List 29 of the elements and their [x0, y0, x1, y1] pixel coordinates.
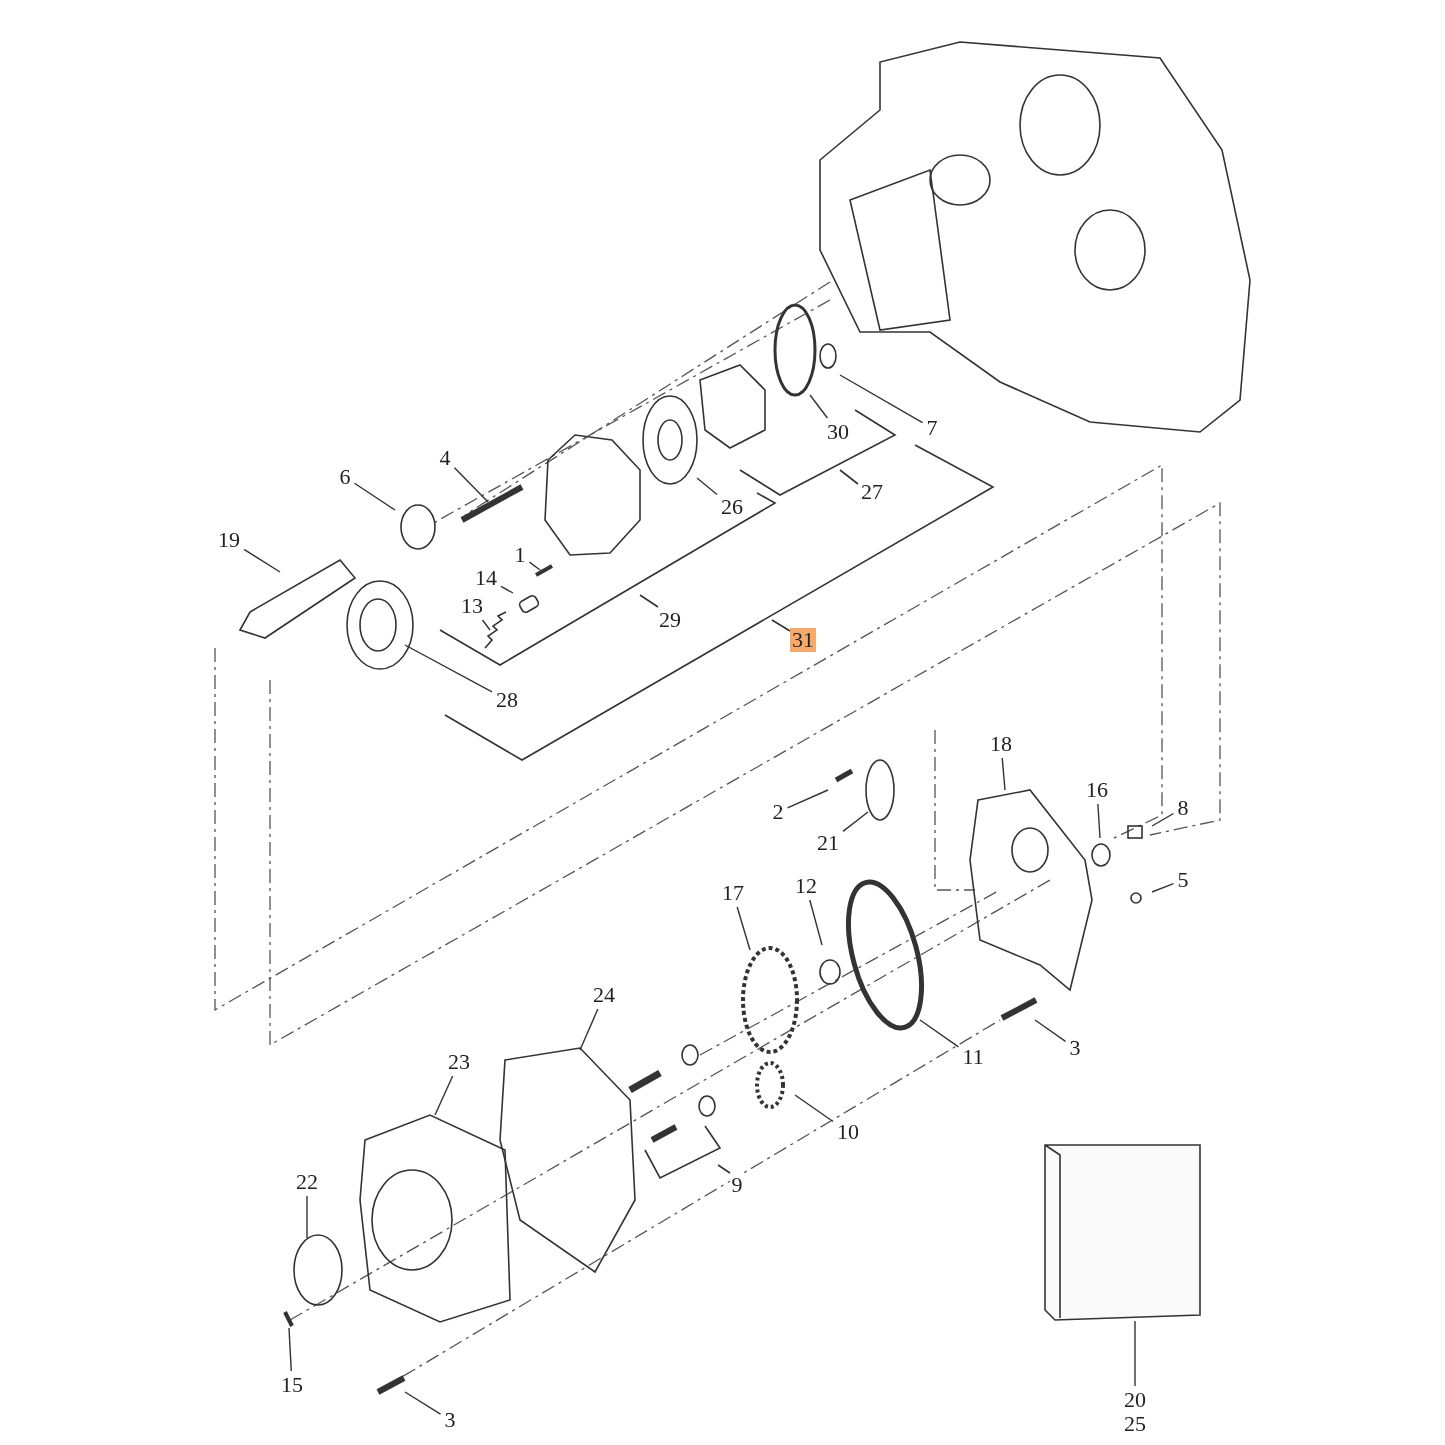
leader-line	[919, 1019, 960, 1048]
leader-line	[288, 1327, 292, 1372]
leader-line	[353, 482, 396, 511]
leader-line	[528, 561, 541, 571]
leader-line	[794, 1094, 834, 1123]
leader-line	[434, 1075, 454, 1116]
leader-line	[1034, 1019, 1067, 1043]
leader-line	[736, 906, 751, 951]
leader-line	[404, 1391, 442, 1415]
leader-line	[1134, 1320, 1136, 1387]
leader-line	[453, 467, 489, 503]
leader-line	[500, 585, 514, 594]
leader-line	[696, 477, 718, 496]
leader-line	[243, 548, 281, 573]
leader-line	[839, 374, 924, 424]
leader-line	[1151, 882, 1175, 893]
leader-line	[809, 394, 829, 419]
leader-line	[481, 619, 491, 631]
leader-line	[1151, 812, 1175, 827]
leader-line	[786, 789, 829, 809]
leader-line	[809, 899, 823, 946]
leader-line	[842, 811, 869, 833]
leader-line	[306, 1195, 308, 1239]
leader-line	[1097, 803, 1101, 839]
callout-number: 31	[790, 628, 816, 652]
leader-line	[579, 1008, 599, 1051]
leader-line	[404, 644, 493, 693]
leader-line	[1001, 757, 1006, 791]
parts-kit-box	[1044, 1144, 1201, 1321]
